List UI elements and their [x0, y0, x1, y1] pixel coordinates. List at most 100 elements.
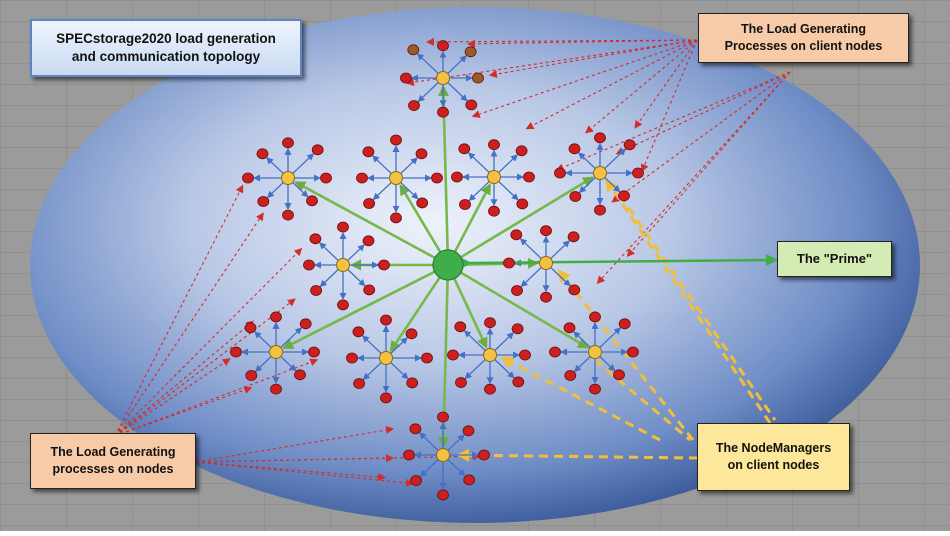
load-process-node: [380, 314, 392, 326]
load-process-node: [356, 172, 368, 184]
prime-link-4: [447, 176, 595, 267]
prime-label: The "Prime": [796, 251, 873, 267]
load-process-node: [320, 172, 332, 184]
load-process-node: [458, 143, 471, 155]
load-process-node: [242, 172, 254, 184]
load-processes-nodes-callout: The Load Generating processes on nodes: [30, 433, 196, 489]
nodemanagers-label: The NodeManagers on client nodes: [715, 441, 832, 472]
nodemanager-node: [436, 71, 450, 85]
callout-line-right-4: [626, 71, 791, 258]
load-process-node: [310, 285, 323, 296]
load-process-node: [515, 145, 528, 157]
load-process-node: [416, 197, 429, 209]
load-process-node: [488, 139, 500, 151]
load-process-node: [519, 349, 531, 361]
prime-callout-arrow: [459, 254, 778, 270]
load-process-node: [567, 231, 580, 243]
load-process-node: [516, 198, 529, 210]
load-process-node: [451, 171, 463, 183]
load-process-node: [410, 475, 423, 486]
load-process-node: [523, 171, 535, 183]
callout-line-right-2: [615, 71, 791, 155]
load-process-node: [378, 259, 390, 271]
callout-line-left-2: [114, 247, 303, 437]
nodemanager-callout-line-extra-0: [618, 194, 777, 421]
nodemanager-node: [389, 171, 403, 185]
prime-link-8: [389, 264, 450, 353]
nodemanager-node: [281, 171, 295, 185]
load-process-node: [463, 474, 476, 486]
load-process-node: [337, 221, 349, 233]
load-process-node: [244, 322, 257, 334]
load-process-node: [627, 346, 639, 358]
load-process-node: [589, 383, 601, 395]
load-process-node: [294, 369, 306, 381]
callout-line-top-1: [466, 39, 698, 48]
nodemanager-callout-line-2: [557, 269, 695, 441]
load-process-node: [484, 383, 496, 395]
load-process-node: [390, 212, 402, 224]
callout-line-top-6: [585, 39, 698, 134]
load-process-node: [257, 196, 270, 207]
load-process-node: [464, 46, 477, 58]
load-process-node: [270, 383, 282, 395]
load-process-node: [437, 489, 449, 501]
load-process-node: [408, 100, 420, 111]
nodemanager-node: [436, 448, 450, 462]
load-process-node: [346, 352, 358, 364]
load-process-node: [303, 259, 315, 271]
load-process-node: [409, 423, 422, 435]
prime-link-10: [447, 263, 589, 349]
nodemanager-node: [336, 258, 350, 272]
prime-link-1: [294, 181, 449, 267]
load-process-node: [540, 291, 552, 303]
nodemanager-node: [269, 345, 283, 359]
load-process-node: [554, 167, 566, 179]
load-process-node: [270, 311, 282, 323]
nodemanager-callout-line-0: [455, 448, 699, 462]
load-process-node: [462, 425, 475, 437]
load-process-node: [511, 323, 524, 335]
load-process-node: [380, 392, 392, 404]
load-process-node: [488, 205, 500, 217]
load-process-node: [405, 328, 418, 340]
prime-link-7: [282, 263, 449, 350]
load-process-node: [465, 99, 478, 111]
load-process-node: [459, 199, 471, 210]
callout-line-top-5: [525, 39, 698, 130]
load-process-node: [549, 346, 561, 358]
diagram-title-box: SPECstorage2020 load generation and comm…: [30, 19, 302, 77]
prime-node: [432, 249, 464, 281]
load-process-node: [632, 167, 644, 179]
callout-line-top-3: [488, 39, 698, 78]
load-process-node: [484, 317, 496, 329]
load-process-node: [618, 190, 630, 202]
load-processes-client-callout: The Load Generating Processes on client …: [698, 13, 909, 63]
load-process-node: [510, 229, 523, 241]
load-process-node: [256, 148, 269, 160]
load-process-node: [311, 144, 324, 156]
load-process-node: [503, 257, 515, 269]
load-process-node: [437, 411, 449, 423]
nodemanager-callout-line-1: [605, 178, 772, 424]
callout-line-top-2: [405, 39, 698, 87]
load-process-node: [337, 299, 349, 311]
callout-line-left-3: [114, 298, 296, 437]
nodemanager-node: [593, 166, 607, 180]
nodemanager-callout-line-extra-1: [594, 358, 691, 442]
nodemanager-node: [487, 170, 501, 184]
callout-line-bottom-2: [195, 461, 415, 487]
load-process-node: [437, 106, 449, 118]
load-process-node: [352, 326, 365, 338]
load-process-node: [623, 139, 636, 151]
load-process-node: [618, 318, 631, 330]
load-process-node: [362, 146, 375, 158]
load-process-node: [299, 318, 312, 330]
load-process-node: [308, 346, 320, 358]
load-process-node: [437, 40, 449, 52]
load-process-node: [613, 369, 625, 381]
callout-line-right-1: [611, 71, 791, 203]
load-process-node: [431, 172, 443, 184]
load-process-node: [594, 204, 606, 216]
